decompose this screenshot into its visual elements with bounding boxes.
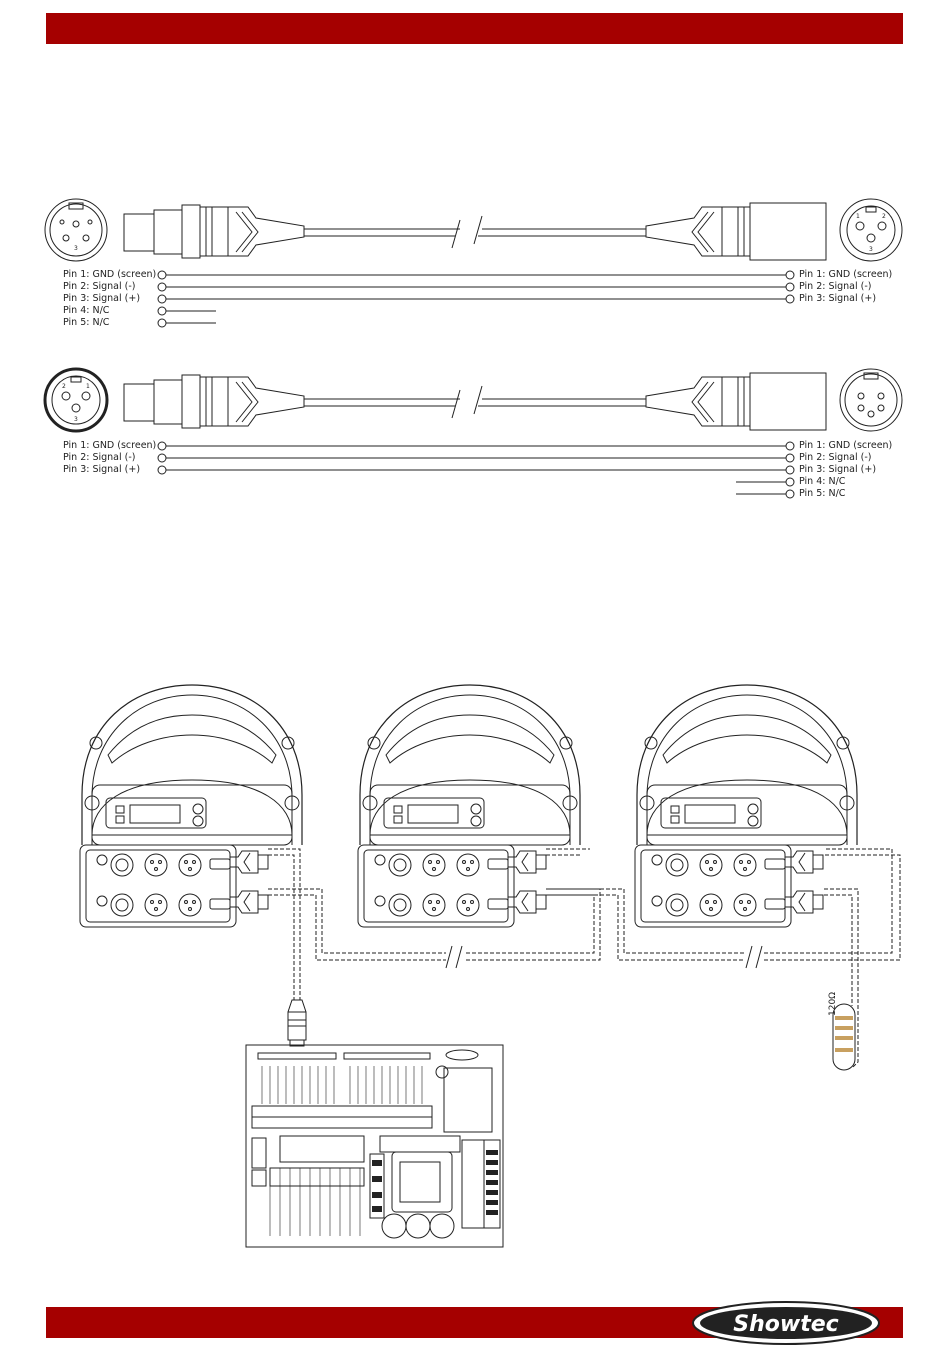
svg-text:1: 1 [856,213,860,220]
svg-text:2: 2 [62,383,66,390]
brand-name: Showtec [733,1312,838,1337]
xlr-connector-right [646,203,826,260]
xlr-end-view-left: 3 [45,199,107,261]
terminator-label: 120Ω [827,992,839,1016]
fixture-2 [358,685,580,927]
xlr-end-view-right [840,369,902,431]
xlr-connector-left [124,205,304,258]
xlr-end-view-left: 2 1 3 [45,369,107,431]
console-xlr-connector [288,1000,306,1046]
svg-text:3: 3 [74,416,78,423]
fixture-3 [635,685,857,927]
cable-3to5: 3 [45,199,902,327]
dmx-chain-wiring [268,849,900,1068]
pin-wires [158,442,794,498]
xlr-end-view-right: 1 2 3 [840,199,902,261]
lighting-console [246,1045,503,1247]
svg-text:3: 3 [869,246,873,253]
xlr-connector-left [124,375,304,428]
cable-line [304,386,646,418]
pin-wires [158,271,794,327]
xlr-connector-right [646,373,826,430]
svg-text:3: 3 [74,245,78,252]
fixture-1 [80,685,302,927]
cable-5to3: 2 1 3 [45,369,902,498]
svg-text:2: 2 [882,213,886,220]
showtec-logo: Showtec [690,1300,882,1346]
cable-line [304,216,646,248]
svg-text:1: 1 [86,383,90,390]
cable-break-marks [446,946,762,968]
